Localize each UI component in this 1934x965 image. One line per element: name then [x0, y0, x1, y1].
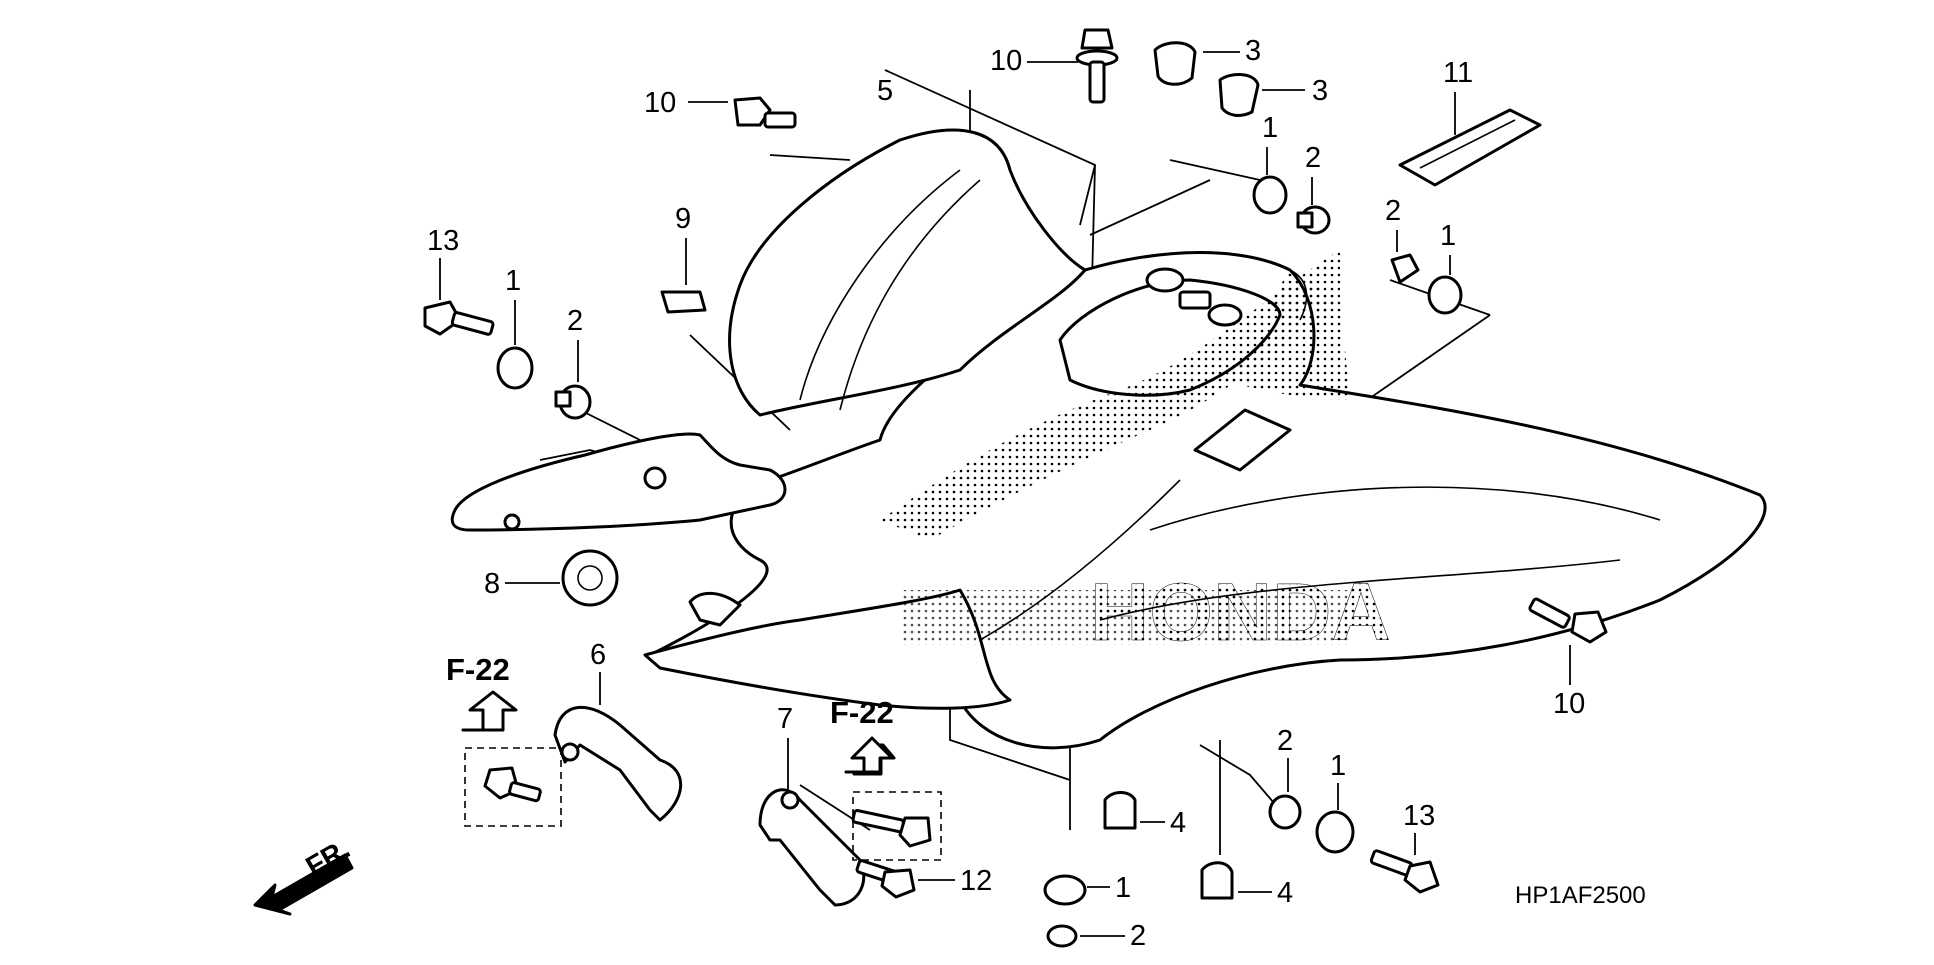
cushion-3-left	[1153, 41, 1197, 86]
callout-1-lower-right: 1	[1330, 750, 1346, 782]
reference-group-right	[844, 736, 942, 861]
callout-2-right: 2	[1385, 195, 1401, 227]
bracket-6	[553, 705, 683, 822]
nut-8	[561, 549, 619, 607]
reference-group-left	[461, 690, 562, 827]
callout-2-left: 2	[567, 305, 583, 337]
grommet-1-right	[1427, 275, 1463, 315]
collar-2-upper	[1296, 205, 1331, 235]
callout-10-left: 10	[644, 87, 676, 119]
rear-fender: HONDA	[450, 128, 1767, 750]
bolt-13-lower-right	[1369, 849, 1440, 894]
callout-4-upper: 4	[1170, 807, 1186, 839]
callout-8: 8	[484, 568, 500, 600]
bolt-10-top	[1075, 28, 1119, 104]
callout-4-lower: 4	[1277, 877, 1293, 909]
callout-10-right: 10	[1553, 688, 1585, 720]
diagram-code: HP1AF2500	[1515, 882, 1646, 909]
honda-watermark: HONDA	[1090, 567, 1391, 658]
callout-11: 11	[1443, 57, 1473, 89]
reference-label-left: F-22	[446, 652, 510, 687]
grommet-1-left	[496, 346, 534, 390]
callout-7: 7	[777, 703, 793, 735]
callout-numbers: 10 5 10 3 3 1 2 11 13 1 2 9 2 1 8 6 7 10…	[427, 35, 1585, 952]
callout-9: 9	[675, 203, 691, 235]
bolt-6-bracket	[483, 766, 542, 803]
bolt-10-right	[1528, 597, 1608, 644]
collar-2-lower-right	[1268, 794, 1302, 830]
reference-label-right: F-22	[830, 695, 894, 730]
callout-10-top: 10	[990, 45, 1022, 77]
callout-3-lower: 3	[1312, 75, 1328, 107]
callout-1-lower-center: 1	[1115, 872, 1131, 904]
cushion-3-right	[1218, 73, 1260, 117]
callout-13-left: 13	[427, 225, 459, 257]
bolt-12	[855, 859, 916, 899]
callout-12: 12	[960, 865, 992, 897]
callout-5: 5	[877, 75, 893, 107]
callout-2-upper: 2	[1305, 142, 1321, 174]
callout-ticks	[439, 51, 1571, 937]
callout-1-left: 1	[505, 265, 521, 297]
collar-2-lower-center	[1046, 924, 1078, 948]
callout-2-lower-center: 2	[1130, 920, 1146, 952]
bolt-13-left	[423, 300, 495, 336]
strap-11	[1398, 108, 1542, 187]
collar-2-left	[554, 384, 592, 420]
bolt-10-upper-left	[733, 96, 797, 129]
callout-2-lower-right: 2	[1277, 725, 1293, 757]
cushion-4-lower	[1200, 861, 1234, 900]
collar-2-right	[1390, 253, 1420, 284]
bolt-7-bracket	[851, 809, 932, 848]
cushion-4-upper	[1103, 791, 1137, 830]
callout-13-lower-right: 13	[1403, 800, 1435, 832]
callout-1-upper: 1	[1262, 112, 1278, 144]
grommet-1-lower-right	[1315, 810, 1355, 854]
grommet-1-upper	[1252, 175, 1288, 215]
grommet-9	[660, 290, 707, 314]
callout-1-right: 1	[1440, 220, 1456, 252]
callout-3-upper: 3	[1245, 35, 1261, 67]
bracket-7	[758, 788, 866, 907]
grommet-1-lower-center	[1043, 874, 1087, 906]
callout-6: 6	[590, 639, 606, 671]
front-direction-arrow-icon	[253, 853, 354, 916]
